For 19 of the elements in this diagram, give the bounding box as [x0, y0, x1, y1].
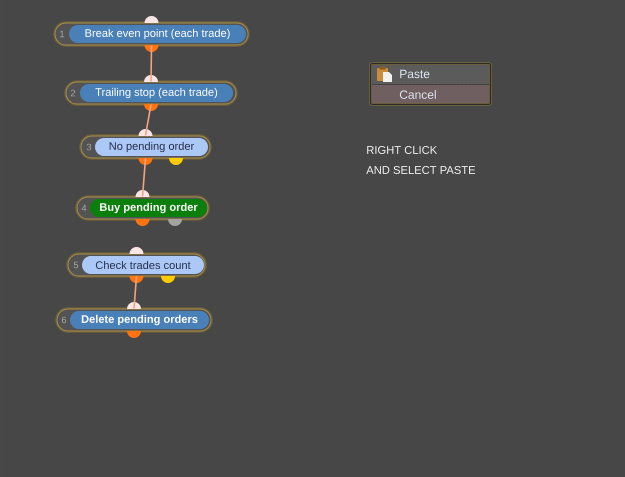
block-label: Check trades count [82, 256, 204, 274]
step-number: 5 [74, 262, 78, 268]
note-text: RIGHT CLICK [367, 146, 438, 154]
connector-line [133, 276, 138, 309]
connector-line [142, 158, 146, 197]
block-label: Break even point (each trade) [69, 25, 246, 43]
step-number: 1 [60, 30, 64, 38]
step-number: 3 [86, 144, 92, 150]
block-label: Buy pending order [90, 199, 207, 217]
step-number: 6 [62, 316, 66, 324]
block-label: Delete pending orders [70, 311, 209, 329]
step-number: 4 [82, 204, 86, 212]
connector-line [144, 104, 152, 136]
step-number: 2 [70, 90, 76, 96]
menu-item: Cancel [371, 85, 490, 104]
block-label: Trailing stop (each trade) [80, 84, 233, 102]
connector-line [150, 45, 152, 82]
note-text: AND SELECT PASTE [366, 166, 476, 174]
block-label: No pending order [95, 138, 208, 156]
